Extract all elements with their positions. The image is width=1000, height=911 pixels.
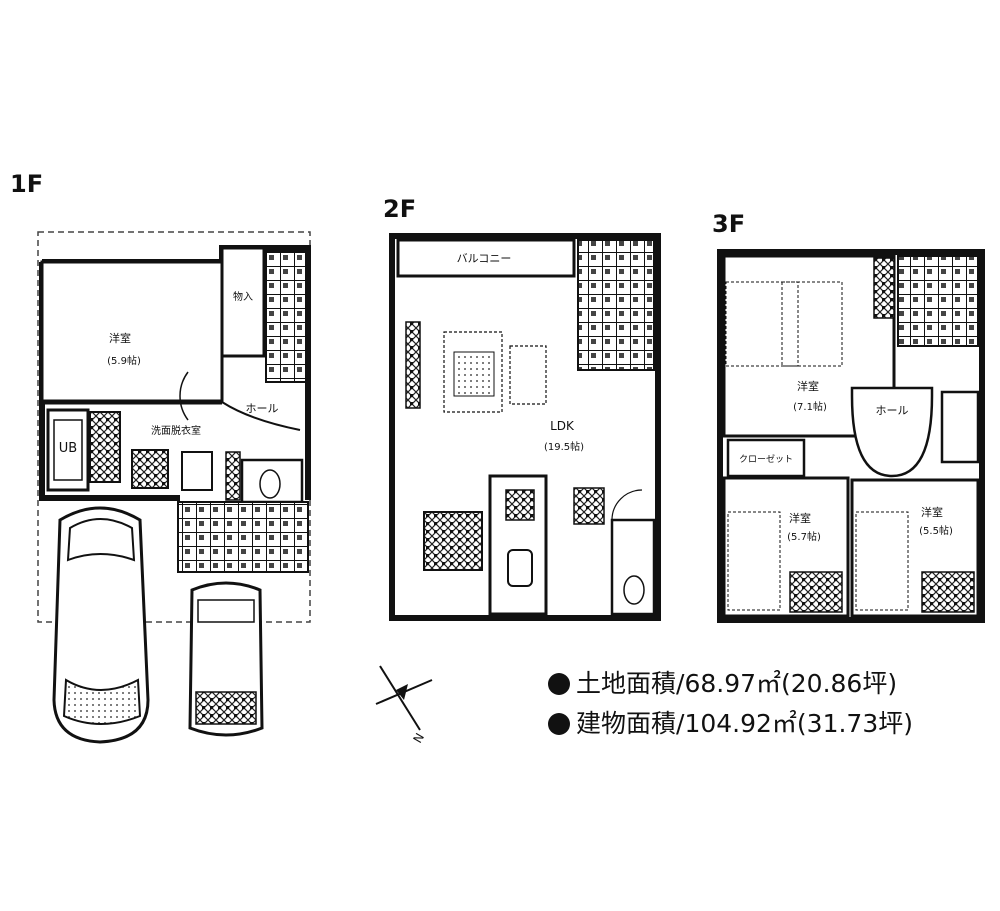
room-size-3f-room2: (5.7帖) — [787, 530, 821, 543]
room-size-ldk: (19.5帖) — [544, 440, 584, 453]
room-label-washroom: 洗面脱衣室 — [151, 424, 201, 437]
room-label-3f-hall: ホール — [876, 404, 909, 417]
building-area-label: 建物面積/ — [576, 709, 685, 738]
floor-2f-plan: バルコニー LDK (19.5帖) — [389, 233, 661, 621]
room-label-3f-room1: 洋室 — [797, 379, 819, 393]
area-info: 土地面積/ 68.97㎡(20.86坪) 建物面積/ 104.92㎡(31.73… — [548, 664, 988, 744]
room-label-ldk: LDK — [550, 419, 575, 433]
parked-car-small — [188, 581, 264, 737]
bullet-icon — [548, 713, 570, 735]
room-label-3f-room2: 洋室 — [789, 511, 811, 525]
compass-north-label: N — [410, 731, 427, 746]
room-label-hall-1f: ホール — [246, 402, 279, 415]
room-size-3f-room1: (7.1帖) — [793, 400, 827, 413]
compass-icon: N — [375, 665, 433, 746]
land-area-value: 68.97㎡(20.86坪) — [684, 669, 898, 698]
land-area-label: 土地面積/ — [576, 669, 685, 698]
room-size-3f-room3: (5.5帖) — [919, 524, 953, 537]
room-size-washitsu: (5.9帖) — [107, 354, 141, 367]
land-area-row: 土地面積/ 68.97㎡(20.86坪) — [548, 664, 988, 704]
room-label-washitsu: 洋室 — [109, 331, 131, 345]
building-area-value: 104.92㎡(31.73坪) — [684, 709, 913, 738]
floor-label-2f: 2F — [383, 195, 417, 223]
bullet-icon — [548, 673, 570, 695]
room-label-3f-closet: クローゼット — [739, 453, 793, 465]
room-label-bath: UB — [59, 441, 77, 456]
floor-label-1f: 1F — [10, 170, 44, 198]
room-label-storage: 物入 — [233, 290, 253, 303]
floor-label-3f: 3F — [712, 210, 746, 238]
room-label-3f-room3: 洋室 — [921, 505, 943, 519]
room-label-balcony: バルコニー — [457, 252, 512, 265]
building-area-row: 建物面積/ 104.92㎡(31.73坪) — [548, 704, 988, 744]
parked-car-large — [52, 506, 150, 744]
floor-1f-plan: 洋室 (5.9帖) 物入 ホール UB 洗面脱衣室 — [37, 231, 311, 744]
floor-3f-plan: 洋室 (7.1帖) ホール クローゼット 洋室 (5.7帖) 洋室 (5.5帖) — [717, 249, 985, 623]
